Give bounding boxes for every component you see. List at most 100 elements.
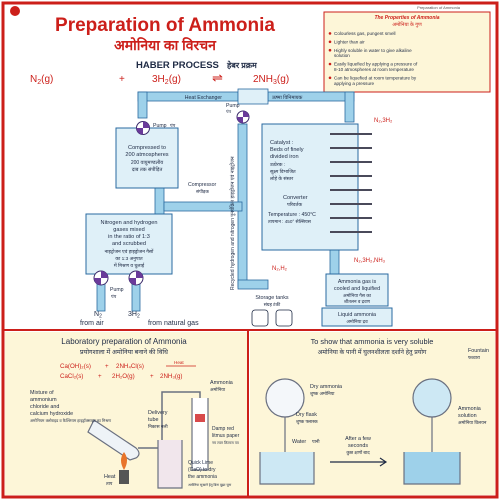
cooled-text-1: Ammonia gas is (338, 279, 377, 285)
cooled-text-2: cooled and liquified (334, 286, 380, 292)
n2h2-feed-label: N₂,3H₂ (374, 118, 393, 124)
lab-eq1-plus: + (105, 363, 109, 370)
pump-bottom-label-en: Pump (110, 287, 124, 293)
process-hindi: हेबर प्रक्रम (226, 60, 258, 70)
water-label-en: Water (292, 439, 306, 445)
converter-box (261, 123, 359, 251)
mixed-text-1: Nitrogen and hydrogen (101, 220, 158, 226)
properties-item: Lighter than air (334, 39, 365, 44)
litmus-paper (195, 414, 205, 422)
heat-exchanger-label-hi: ऊष्मा विनिमायक (272, 94, 303, 101)
pump-top (236, 110, 250, 124)
catalyst-text-hi-2: सूक्ष्म विभाजित (270, 168, 296, 175)
dry-ammonia-label-en: Dry ammonia (310, 384, 342, 390)
flask-fountain (412, 378, 452, 418)
litmus-label-1: Damp red (212, 426, 234, 432)
quicklime-label-3: the ammonia (188, 474, 217, 480)
pump-mid-label-en: Pump (153, 123, 167, 129)
solution-label-2: solution (458, 413, 477, 419)
test-tube (87, 419, 140, 461)
title-english: Preparation of Ammonia (55, 15, 275, 36)
fountain-label-hi: फव्वारा (468, 355, 481, 360)
mixed-text-3: in the ratio of 1:3 (108, 234, 150, 240)
compressor-box (115, 127, 179, 189)
lab-eq2-plus2: + (150, 373, 154, 380)
delivery-label-1: Delivery (148, 410, 168, 416)
from-air-label: from air (80, 320, 104, 327)
lab-apparatus (87, 391, 209, 489)
delivery-label-2: tube (148, 417, 159, 423)
dry-ammonia-label-hi: शुष्क अमोनिया (310, 390, 335, 397)
solubility-panel: To show that ammonia is very soluble अमो… (250, 332, 495, 495)
drying-tower (157, 440, 183, 489)
pump-top-label-en: Pump (226, 103, 240, 109)
liquid-ammonia-box (321, 307, 393, 327)
mixed-text-hi-3: में मिश्रण व धुलाई (114, 262, 145, 269)
pipe-recycle-bottom (237, 279, 269, 290)
solubility-apparatus (259, 378, 461, 485)
catalyst-beds (330, 133, 372, 233)
liquid-ammonia-label-hi: अमोनिया द्रव (346, 318, 368, 324)
pipe-left-vertical (137, 91, 148, 119)
solubility-title-en: To show that ammonia is very soluble (311, 337, 434, 346)
pipe-converter-out (329, 249, 340, 276)
quicklime-label-1: Quick Lime (188, 460, 213, 466)
compressed-text-1: Compressed to (128, 145, 166, 151)
compressed-text-hi-1: 200 वायुमण्डलीय (131, 159, 163, 166)
dry-flask-label-en: Dry flask (296, 412, 317, 418)
mixture-label-4: calcium hydroxide (30, 411, 73, 417)
fountain-label-en: Fountain (468, 348, 489, 354)
eq-h2: 3H2(g) (152, 74, 181, 86)
properties-bullet (328, 62, 332, 66)
properties-bullet (328, 40, 332, 44)
cooled-text-hi-2: शीतलन व द्रवण (344, 298, 371, 304)
top-right-label: Preparation of Ammonia (417, 5, 461, 10)
delivery-label-hi: निकास नली (148, 423, 169, 429)
eq-n2: N2(g) (30, 74, 53, 86)
after-label-1: After a few (345, 436, 371, 442)
arrow-after (330, 457, 388, 467)
pipe-recycle-side (163, 201, 243, 212)
heat-exchanger (237, 88, 269, 105)
haber-diagram: Heat Exchanger ऊष्मा विनिमायक Pump पंप C… (80, 88, 393, 327)
title-hindi: अमोनिया का विरचन (114, 37, 217, 53)
temperature-label-hi: तापमान : 450° सेल्सियस (268, 218, 312, 224)
cooler-box (325, 273, 389, 307)
pump-compressor (136, 121, 150, 135)
pump-n2 (93, 270, 109, 286)
h2-input-label: 3H2 (128, 311, 140, 320)
publisher-logo (10, 6, 20, 16)
solution-label-hi: अमोनिया विलयन (458, 419, 487, 425)
lab-eq1-left: Ca(OH)₂(s) (60, 363, 91, 370)
compressed-text-2: 200 atmospheres (125, 152, 168, 158)
properties-bullet (328, 48, 332, 52)
quicklime-label-2: (CaO) to dry (188, 467, 216, 473)
properties-item: Easily liquefied by applying a pressure … (334, 62, 418, 72)
solution-label-1: Ammonia (458, 406, 481, 412)
mixture-label-hi: अमोनियम क्लोराइड व कैल्शियम हाइड्रॉक्साइ… (30, 418, 111, 423)
properties-box (323, 11, 491, 93)
lab-eq2-left: CaCl₂(s) (60, 373, 83, 380)
lab-eq1-right: 2NH₄Cl(s) (116, 363, 144, 370)
burner (119, 470, 129, 484)
lab-panel: Laboratory preparation of Ammonia प्रयोग… (5, 332, 247, 495)
lab-title-en: Laboratory preparation of Ammonia (61, 337, 187, 346)
pipe-right-vertical (344, 91, 355, 123)
pipes (96, 91, 355, 312)
catalyst-text-1: Catalyst : (270, 140, 294, 146)
mixed-text-2: gases mixed (113, 227, 144, 233)
properties-panel: The Properties of Ammonia अमोनिया के गुण… (323, 11, 491, 93)
catalyst-text-3: divided iron (270, 154, 299, 160)
litmus-label-hi: नम लाल लिटमस पत्र (212, 440, 240, 445)
mixture-label-3: chloride and (30, 404, 59, 410)
lab-eq2-right: 2NH₃(g) (160, 373, 182, 380)
heat-exchanger-label-en: Heat Exchanger (185, 95, 222, 101)
lab-eq2-plus1: + (98, 373, 102, 380)
pump-h2 (128, 270, 144, 286)
quicklime-label-hi: अमोनिया सुखाने हेतु बिना बुझा चूना (188, 482, 231, 487)
heat-label-hi: ताप (106, 481, 113, 486)
from-gas-label: from natural gas (148, 320, 199, 327)
